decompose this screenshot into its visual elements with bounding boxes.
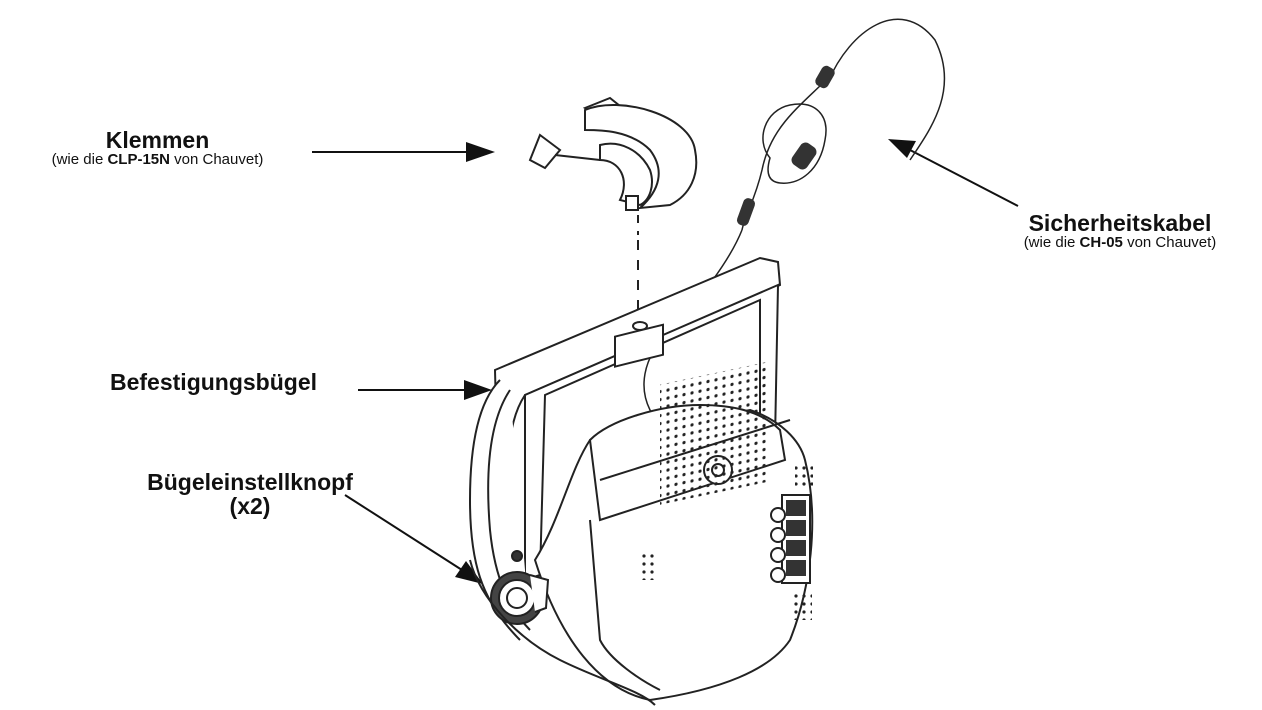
safety-cable-arrow xyxy=(888,139,1019,207)
clamp-title: Klemmen xyxy=(105,127,210,153)
safety-cable-label: Sicherheitskabel (wie die CH-05 von Chau… xyxy=(980,211,1260,251)
safety-cable-subtitle: (wie die CH-05 von Chauvet) xyxy=(1023,234,1217,251)
clamp-arrow xyxy=(312,142,495,162)
knob-label: Bügeleinstellknopf (x2) xyxy=(105,470,395,518)
bracket-label: Befestigungsbügel xyxy=(110,369,318,395)
safety-cable-title: Sicherheitskabel xyxy=(1028,210,1212,236)
knob-title: Bügeleinstellknopf xyxy=(147,469,353,495)
bracket-arrow xyxy=(358,380,492,400)
clamp-subtitle: (wie die CLP-15N von Chauvet) xyxy=(51,151,264,168)
clamp-label: Klemmen (wie die CLP-15N von Chauvet) xyxy=(0,128,315,168)
clamp-model: CLP-15N xyxy=(107,151,170,168)
safety-cable-model: CH-05 xyxy=(1079,234,1123,251)
fixture-base-edge xyxy=(469,559,656,706)
knob-arrow xyxy=(344,494,483,584)
fixture-body xyxy=(533,323,814,702)
knob-qty: (x2) xyxy=(229,493,271,519)
safety-cable xyxy=(643,18,946,441)
adjustment-knob xyxy=(490,571,550,625)
clamp xyxy=(528,96,698,310)
